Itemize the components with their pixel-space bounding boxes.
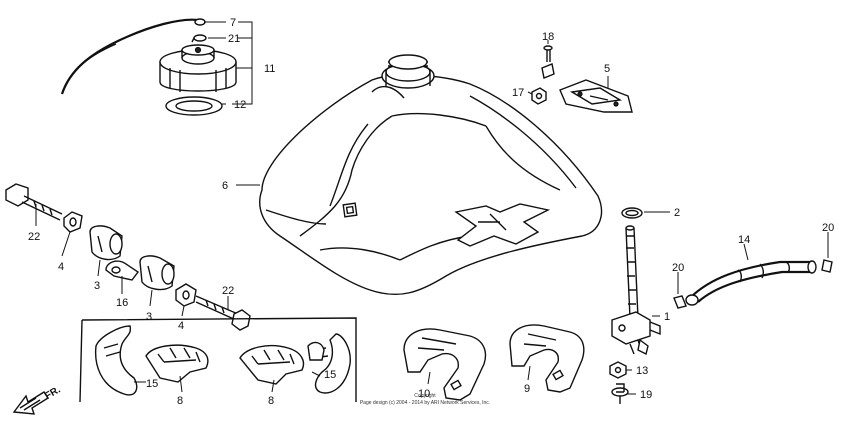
callout-7: 7 <box>230 17 236 29</box>
leader-lines <box>35 21 829 395</box>
tank-band-left[interactable] <box>94 325 138 396</box>
filler-cap[interactable] <box>159 44 237 92</box>
callout-15-right: 15 <box>324 369 336 381</box>
band-group-frame <box>79 317 357 403</box>
callout-3-right: 3 <box>146 311 152 323</box>
clip-21[interactable] <box>191 34 207 43</box>
tube-end <box>194 18 206 26</box>
callout-6: 6 <box>222 180 228 192</box>
rubber-cushion-8-right[interactable] <box>239 344 305 385</box>
callout-18: 18 <box>542 31 554 43</box>
callout-12: 12 <box>234 99 246 111</box>
bracket-16[interactable] <box>105 260 140 281</box>
fuel-valve[interactable] <box>611 225 661 356</box>
callout-15-left: 15 <box>146 378 158 390</box>
callout-4-left: 4 <box>58 261 64 273</box>
cushion-3-left[interactable] <box>89 225 123 261</box>
bolt-22-right[interactable] <box>195 295 251 331</box>
bolt-18[interactable] <box>541 45 555 79</box>
callout-20-right: 20 <box>822 222 834 234</box>
washer-17[interactable] <box>531 87 547 105</box>
o-ring[interactable] <box>621 207 643 219</box>
callout-19: 19 <box>640 389 652 401</box>
mark-plate[interactable] <box>559 79 633 113</box>
copyright-line-2: Page design (c) 2004 - 2014 by ARI Netwo… <box>359 400 491 406</box>
callout-16: 16 <box>116 297 128 309</box>
fuel-hose[interactable] <box>685 260 817 306</box>
fuel-tank[interactable] <box>259 54 603 296</box>
callout-2: 2 <box>674 207 680 219</box>
tank-band-right[interactable] <box>307 333 351 394</box>
callout-22-left: 22 <box>28 231 40 243</box>
callouts: 7 21 11 12 18 17 5 6 2 14 20 20 1 13 19 … <box>28 17 834 407</box>
callout-10: 10 <box>418 388 430 400</box>
callout-20-left: 20 <box>672 262 684 274</box>
callout-21: 21 <box>228 33 240 45</box>
callout-13: 13 <box>636 365 648 377</box>
copyright-line-1: Copyright <box>414 393 436 399</box>
collar-4-right[interactable] <box>175 283 197 307</box>
callout-8-right: 8 <box>268 395 274 407</box>
cap-seal[interactable] <box>165 96 223 116</box>
bracket-10[interactable] <box>403 328 487 401</box>
bracket-9[interactable] <box>509 324 585 393</box>
cushion-3-right[interactable] <box>139 255 175 291</box>
bolt-22-left[interactable] <box>5 183 63 221</box>
callout-3-left: 3 <box>94 280 100 292</box>
callout-5: 5 <box>604 63 610 75</box>
callout-14: 14 <box>738 234 750 246</box>
callout-11: 11 <box>264 63 275 75</box>
callout-22-right: 22 <box>222 285 234 297</box>
callout-8-left: 8 <box>177 395 183 407</box>
collar-4-left[interactable] <box>63 211 83 233</box>
hose-clip-a[interactable] <box>673 295 687 309</box>
screw-19[interactable] <box>611 383 629 404</box>
callout-1: 1 <box>664 311 670 323</box>
rubber-cushion-8-left[interactable] <box>145 344 209 383</box>
callout-4-right: 4 <box>178 320 184 332</box>
nut-13[interactable] <box>609 361 627 379</box>
hose-clip-b[interactable] <box>821 259 833 273</box>
callout-17: 17 <box>512 87 524 99</box>
callout-9: 9 <box>524 383 530 395</box>
